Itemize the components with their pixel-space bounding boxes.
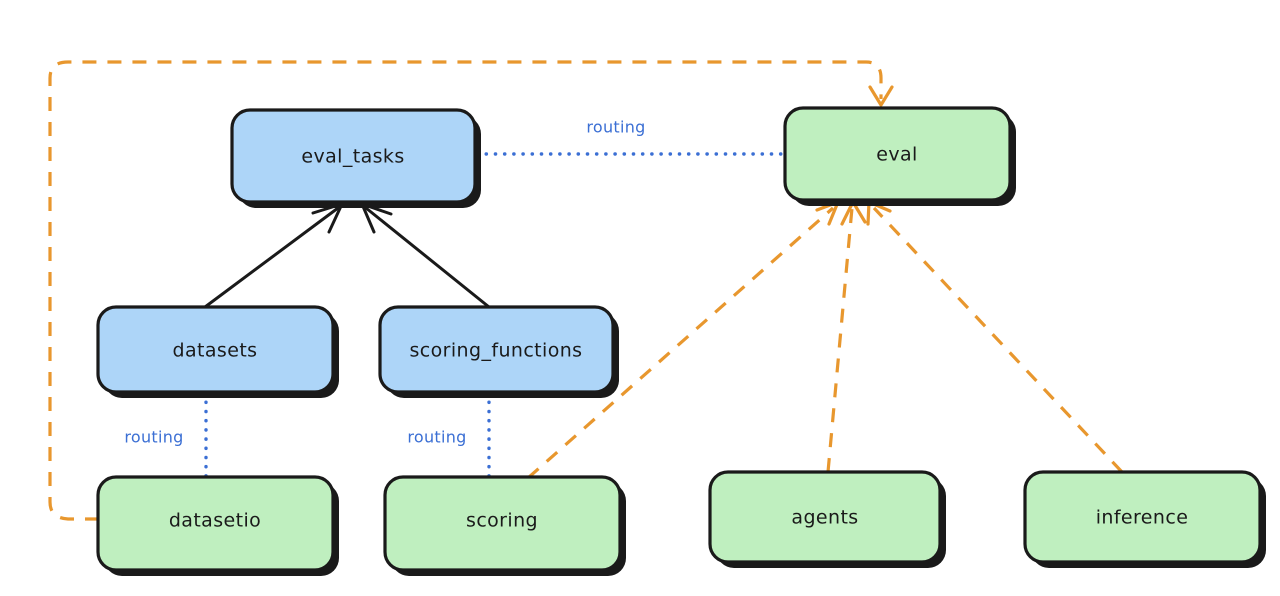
- edge-label-routing-scoring-functions-backdrop: [398, 424, 478, 452]
- node-inference-label: inference: [1096, 507, 1189, 529]
- node-scoring_functions-label: scoring_functions: [410, 340, 583, 362]
- node-eval-label: eval: [876, 144, 917, 166]
- node-eval_tasks-label: eval_tasks: [301, 146, 404, 168]
- edge-agents-to-eval: [826, 200, 867, 473]
- edge-label-routing-eval-tasks: routing: [577, 114, 657, 142]
- node-datasetio-box[interactable]: [96, 475, 335, 572]
- node-agents[interactable]: agents: [708, 470, 946, 568]
- edge-label-routing-scoring-functions-text: routing: [407, 428, 466, 447]
- edge-scoring_functions-to-eval_tasks-line: [364, 206, 491, 309]
- node-eval_tasks-box[interactable]: [230, 108, 477, 204]
- node-datasets-box[interactable]: [96, 305, 335, 394]
- edge-scoring-to-eval-line: [526, 206, 835, 480]
- edge-inference-to-eval: [866, 200, 1124, 474]
- node-datasetio[interactable]: datasetio: [96, 475, 339, 576]
- node-scoring_functions[interactable]: scoring_functions: [378, 305, 619, 398]
- node-inference-box[interactable]: [1023, 470, 1262, 564]
- edge-label-routing-datasets-backdrop: [115, 424, 195, 452]
- edge-inference-to-eval-line: [872, 206, 1124, 474]
- node-eval_tasks[interactable]: eval_tasks: [230, 108, 481, 208]
- edge-label-routing-eval-tasks-backdrop: [577, 114, 657, 142]
- node-eval[interactable]: eval: [783, 106, 1016, 206]
- node-agents-box[interactable]: [708, 470, 942, 564]
- edge-label-routing-datasets-text: routing: [124, 428, 183, 447]
- node-scoring_functions-box[interactable]: [378, 305, 615, 394]
- node-agents-label: agents: [791, 507, 858, 529]
- edge-scoring_functions-to-eval_tasks: [360, 202, 491, 309]
- edge-label-routing-eval-tasks-text: routing: [586, 118, 645, 137]
- edge-agents-to-eval-line: [826, 207, 854, 473]
- node-scoring[interactable]: scoring: [383, 475, 626, 576]
- node-datasets-label: datasets: [173, 340, 258, 362]
- edge-datasets-to-eval_tasks: [203, 202, 344, 309]
- edge-label-routing-datasets: routing: [115, 424, 195, 452]
- node-eval-box[interactable]: [783, 106, 1012, 202]
- node-scoring-box[interactable]: [383, 475, 622, 572]
- node-datasetio-label: datasetio: [169, 510, 261, 532]
- node-inference[interactable]: inference: [1023, 470, 1266, 568]
- node-scoring-label: scoring: [466, 510, 538, 532]
- edge-label-routing-scoring-functions: routing: [398, 424, 478, 452]
- edge-datasetio-to-eval: [48, 60, 894, 521]
- node-datasets[interactable]: datasets: [96, 305, 339, 398]
- edge-datasetio-to-eval-arrowhead: [868, 85, 894, 107]
- edge-datasets-to-eval_tasks-line: [203, 206, 340, 309]
